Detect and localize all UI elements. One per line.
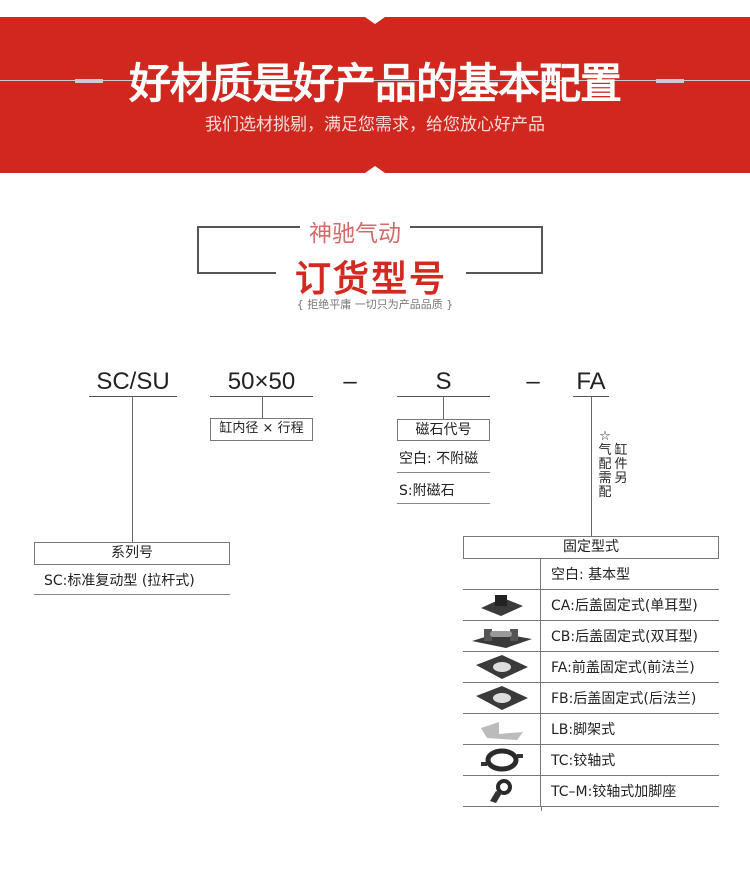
size-connector [262,396,263,418]
banner-title: 好材质是好产品的基本配置 [128,59,622,108]
mount-header: 固定型式 [463,536,719,559]
mount-row: TC–M:铰轴式加脚座 [463,776,719,807]
mount-row: TC:铰轴式 [463,745,719,776]
magnet-rule-1 [397,472,490,473]
series-code: SC/SU [96,368,170,395]
single-clevis-bracket-icon [463,590,541,620]
note-char: 件 [614,457,628,472]
mount-code: FA [576,368,606,395]
mount-label: CB:后盖固定式(双耳型) [551,629,699,645]
note-char: 配 [598,485,612,500]
rear-flange-icon [463,683,541,713]
size-code: 50×50 [227,368,296,395]
size-header: 缸内径 × 行程 [210,418,313,441]
notch-top [365,17,385,24]
mount-label: TC–M:铰轴式加脚座 [551,784,677,800]
magnet-header: 磁石代号 [397,419,490,441]
mount-row: 空白: 基本型 [463,559,719,590]
banner [0,17,750,173]
section-tagline: { 拒绝平庸 一切只为产品品质 } [296,298,454,311]
dash-1: – [343,368,357,395]
mount-label: FA:前盖固定式(前法兰) [551,660,695,676]
accessory-note: ☆ 气 配 需 配 缸 件 另 [598,430,628,500]
star-icon: ☆ [599,429,611,444]
mount-row: CA:后盖固定式(单耳型) [463,590,719,621]
note-char: 配 [598,457,612,472]
magnet-item-s: S:附磁石 [399,483,455,499]
note-char: 另 [614,471,628,486]
mount-row: FA:前盖固定式(前法兰) [463,652,719,683]
banner-rule-left [75,79,103,83]
magnet-connector [443,396,444,419]
series-header: 系列号 [34,542,230,565]
mount-label: CA:后盖固定式(单耳型) [551,598,698,614]
notch-bottom [365,166,385,173]
dash-2: – [526,368,540,395]
trunnion-foot-icon [463,776,541,806]
note-char: 需 [598,471,612,486]
note-char: 缸 [614,443,628,458]
foot-bracket-icon [463,714,541,744]
magnet-item-blank: 空白: 不附磁 [399,451,479,467]
mount-label: 空白: 基本型 [551,567,631,583]
banner-rule [0,80,750,81]
banner-subtitle: 我们选材挑剔，满足您需求，给您放心好产品 [205,115,545,135]
mount-row: FB:后盖固定式(后法兰) [463,683,719,714]
double-clevis-bracket-icon [463,621,541,651]
empty-icon-cell [463,559,541,589]
mount-connector [591,396,592,536]
trunnion-icon [463,745,541,775]
banner-rule-right [656,79,684,83]
series-connector [132,396,133,542]
column-divider-tail [541,807,542,811]
mount-row: CB:后盖固定式(双耳型) [463,621,719,652]
mount-row: LB:脚架式 [463,714,719,745]
note-char: 气 [598,443,612,458]
section-title: 订货型号 [276,250,466,302]
magnet-rule-2 [397,503,490,504]
mount-label: LB:脚架式 [551,722,616,738]
series-rule [34,594,230,595]
mount-label: FB:后盖固定式(后法兰) [551,691,697,707]
size-underline [210,396,313,397]
front-flange-icon [463,652,541,682]
brand-name: 神驰气动 [300,214,410,248]
series-item: SC:标准复动型 (拉杆式) [44,573,195,589]
magnet-code: S [435,368,452,395]
mount-label: TC:铰轴式 [551,753,616,769]
series-underline [89,396,177,397]
